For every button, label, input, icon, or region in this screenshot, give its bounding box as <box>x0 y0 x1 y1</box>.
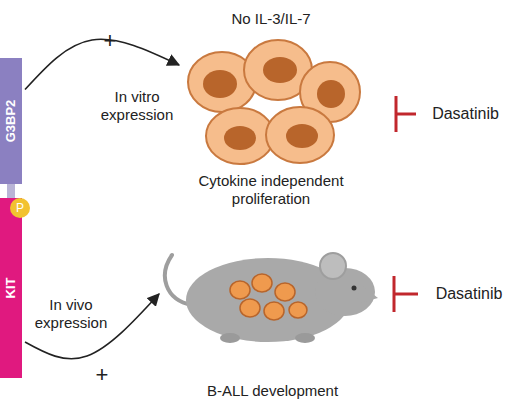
mouse-snout <box>356 284 378 304</box>
inhibition-stem <box>396 113 416 116</box>
cell-culture: No IL-3/IL-7Cytokine independent prolife… <box>180 10 362 208</box>
cell-cluster <box>188 40 360 164</box>
node-text: No IL-3/IL-7 <box>231 10 310 28</box>
plus-sign: + <box>92 362 112 388</box>
domain-name: G3BP2 <box>4 100 18 143</box>
domain-name: KIT <box>4 278 18 299</box>
cell <box>206 108 274 164</box>
leukemia-cell <box>264 302 284 320</box>
cell <box>266 107 334 163</box>
mouse-model: B-ALL development <box>160 232 385 400</box>
phospho-mark: P <box>16 199 24 217</box>
plus-sign: + <box>100 28 120 54</box>
leukemia-cell <box>252 274 272 292</box>
inhibition-stem <box>394 293 418 296</box>
mouse-eye <box>352 286 357 291</box>
cell-nucleus <box>224 126 256 150</box>
leukemia-cell <box>240 299 260 317</box>
leukemia-cell <box>230 281 250 299</box>
domain-linker <box>7 184 15 198</box>
cell-nucleus <box>286 124 318 148</box>
cell-nucleus <box>203 70 237 98</box>
curved-arrow <box>25 39 179 89</box>
phospho-site: P <box>10 198 30 218</box>
cell-nucleus <box>317 80 345 108</box>
leukemia-cell <box>289 302 307 318</box>
cell-nucleus <box>263 57 297 83</box>
mouse-illustration <box>165 253 378 343</box>
node-text: B-ALL development <box>207 382 338 400</box>
curved-arrow <box>25 294 159 359</box>
leukemia-cell <box>275 283 295 301</box>
edge-label: In vitro expression <box>92 88 182 124</box>
drug-name: Dasatinib <box>418 104 513 124</box>
edge-label: In vivo expression <box>28 296 114 332</box>
drug-name: Dasatinib <box>424 284 514 304</box>
mouse-ear <box>320 253 346 279</box>
protein-domain: G3BP2 <box>0 58 22 184</box>
node-text: Cytokine independent proliferation <box>180 172 362 208</box>
protein-domain: KIT P <box>0 198 22 378</box>
mouse-foot <box>295 333 315 343</box>
inhibition-symbol <box>394 276 418 312</box>
inhibition-symbol <box>396 96 416 132</box>
mouse-foot <box>220 333 240 343</box>
